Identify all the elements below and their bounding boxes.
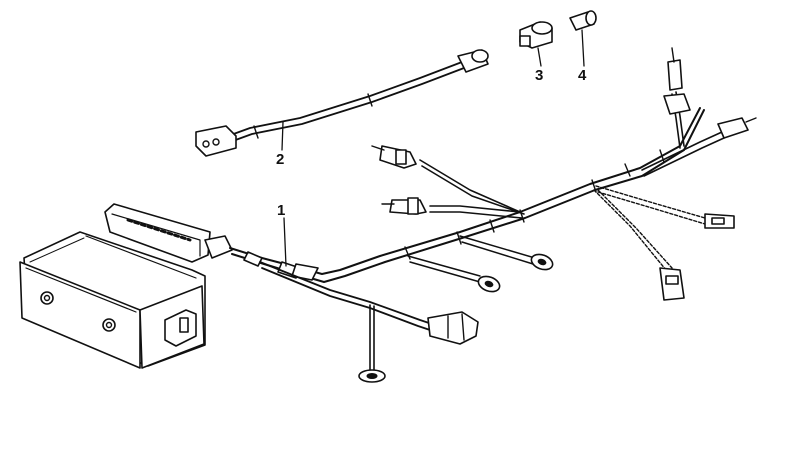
lower-branch (259, 261, 479, 383)
callout-2: 2 (276, 151, 284, 168)
callout-4: 4 (578, 67, 587, 84)
right-branches (593, 47, 757, 301)
part-2-cable (195, 49, 489, 157)
control-unit (19, 231, 206, 369)
ring-terminals (407, 235, 554, 293)
part-3-socket (519, 21, 553, 49)
callout-1: 1 (277, 202, 285, 219)
callout-leaders (281, 29, 585, 267)
callout-3: 3 (535, 67, 543, 84)
main-connector (104, 203, 233, 263)
upper-branches (371, 145, 525, 219)
harness-trunk (229, 107, 705, 283)
part-4-bulb (569, 10, 597, 31)
